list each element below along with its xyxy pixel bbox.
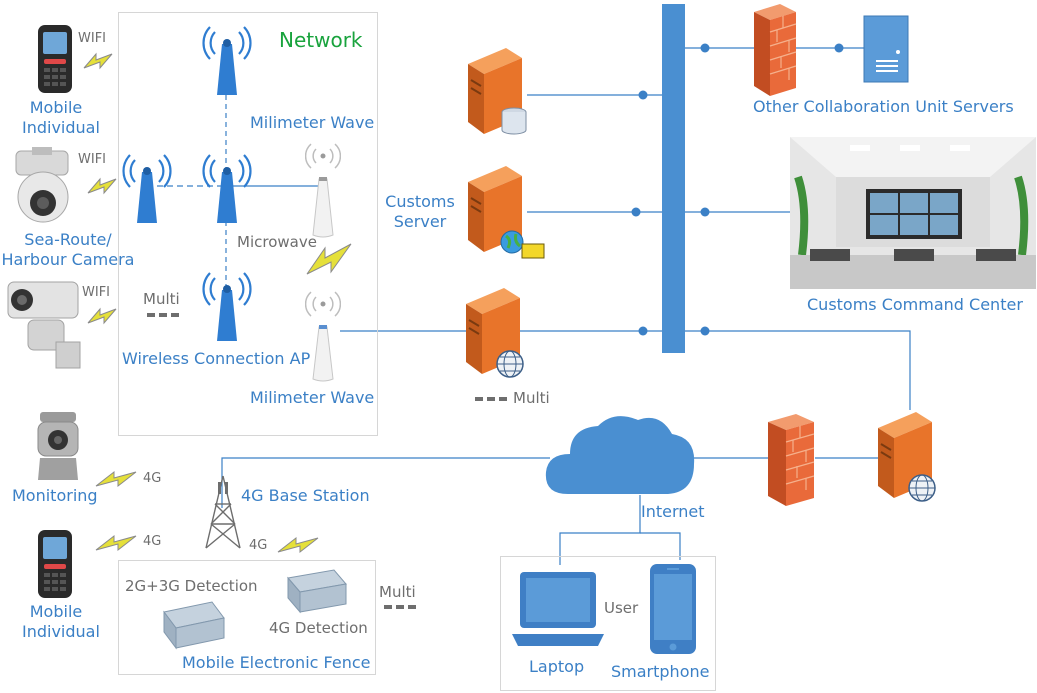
mobile-individual-line1: Mobile xyxy=(29,602,83,621)
mobile-individual-line2: Individual xyxy=(22,622,100,641)
cell-tower-icon xyxy=(205,475,241,549)
wireless-link-icon xyxy=(306,243,352,275)
mobile-individual-line1: Mobile xyxy=(29,98,83,117)
wireless-link-icon xyxy=(83,52,113,70)
backbone-bus xyxy=(662,4,685,353)
monitoring-label: Monitoring xyxy=(12,486,98,505)
wireless-ap-label: Wireless Connection AP xyxy=(122,349,311,368)
customs-server-label: Customs Server xyxy=(384,192,456,232)
collaboration-server-icon xyxy=(863,15,909,83)
mobile-individual-line2: Individual xyxy=(22,118,100,137)
mobile-individual-label: Mobile Individual xyxy=(22,98,100,138)
more-dots-icon xyxy=(384,605,416,609)
antenna-icon xyxy=(202,154,252,223)
internet-cloud-icon xyxy=(545,416,695,494)
4g-label: 4G xyxy=(143,471,162,486)
dome-camera-icon xyxy=(15,147,69,223)
4g-label: 4G xyxy=(143,534,162,549)
firewall-icon xyxy=(754,4,797,96)
laptop-icon xyxy=(512,572,604,646)
ptz-camera-icon xyxy=(7,281,81,369)
wifi-label: WIFI xyxy=(82,285,110,300)
millimeter-wave-radio-icon xyxy=(305,143,341,238)
base-station-label: 4G Base Station xyxy=(241,486,370,505)
fence-panel xyxy=(118,560,376,675)
millimeter-wave-label: Milimeter Wave xyxy=(250,388,375,407)
multi-label: Multi xyxy=(143,290,180,308)
wireless-link-icon xyxy=(95,470,137,488)
collaboration-servers-label: Other Collaboration Unit Servers xyxy=(753,97,1014,116)
command-center-photo xyxy=(790,137,1036,289)
mobile-terminal-icon xyxy=(38,530,72,598)
2g3g-detection-device-icon xyxy=(163,601,225,650)
more-dots-icon xyxy=(475,397,507,401)
firewall-icon xyxy=(768,414,815,506)
wifi-label: WIFI xyxy=(78,31,106,46)
2g3g-detection-label: 2G+3G Detection xyxy=(125,577,258,595)
smartphone-label: Smartphone xyxy=(611,662,710,681)
wireless-link-icon xyxy=(87,177,117,195)
millimeter-wave-label: Milimeter Wave xyxy=(250,113,375,132)
server-multi-label: Multi xyxy=(513,389,550,407)
database-server-icon xyxy=(468,48,527,135)
antenna-icon xyxy=(202,272,252,341)
smartphone-icon xyxy=(650,564,696,654)
command-center-label: Customs Command Center xyxy=(807,295,1023,314)
electronic-fence-label: Mobile Electronic Fence xyxy=(182,653,371,672)
network-title: Network xyxy=(279,28,363,52)
customs-server-icon xyxy=(468,166,545,259)
internet-label: Internet xyxy=(641,502,705,521)
customs-server-line2: Server xyxy=(393,212,447,231)
wireless-link-icon xyxy=(277,536,319,554)
laptop-label: Laptop xyxy=(529,657,585,676)
more-dots-icon xyxy=(147,313,179,317)
monitoring-camera-icon xyxy=(37,412,79,480)
fence-multi-label: Multi xyxy=(379,583,416,601)
antenna-icon xyxy=(202,26,252,95)
sea-camera-line2: Harbour Camera xyxy=(1,250,135,269)
wifi-label: WIFI xyxy=(78,152,106,167)
wireless-link-icon xyxy=(95,534,137,552)
web-server-icon xyxy=(878,412,936,502)
mobile-terminal-icon xyxy=(38,25,72,93)
millimeter-wave-radio-icon xyxy=(305,291,341,382)
4g-label: 4G xyxy=(249,538,268,553)
network-panel xyxy=(118,12,378,436)
4g-detection-label: 4G Detection xyxy=(269,619,368,637)
sea-camera-label: Sea-Route/ Harbour Camera xyxy=(0,230,136,270)
user-label: User xyxy=(604,599,639,617)
web-server-icon xyxy=(466,288,524,378)
4g-detection-device-icon xyxy=(287,569,347,614)
mobile-individual-label: Mobile Individual xyxy=(22,602,100,642)
user-panel xyxy=(500,556,716,691)
sea-camera-line1: Sea-Route/ xyxy=(24,230,112,249)
antenna-icon xyxy=(122,154,172,223)
microwave-label: Microwave xyxy=(237,233,317,251)
customs-server-line1: Customs xyxy=(385,192,455,211)
wireless-link-icon xyxy=(87,307,117,325)
